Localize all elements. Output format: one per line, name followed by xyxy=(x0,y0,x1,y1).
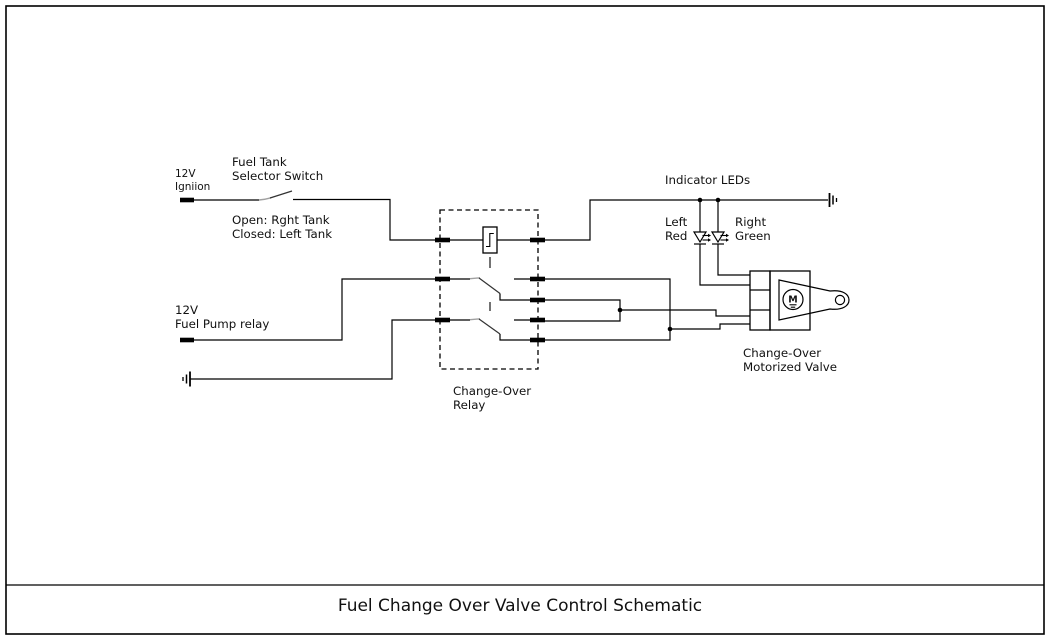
selector-switch-label-2: Selector Switch xyxy=(232,169,323,183)
led-left-label-2: Red xyxy=(665,229,687,243)
wire-branch-to-valve-b2 xyxy=(670,323,750,330)
schematic-title: Fuel Change Over Valve Control Schematic xyxy=(338,596,702,616)
relay-sw1-pivot xyxy=(469,277,481,280)
ignition-label-1: 12V xyxy=(175,168,196,180)
ignition-supply-terminal xyxy=(180,197,194,203)
led-right-label-1: Right xyxy=(735,215,766,229)
relay-terminal-r4 xyxy=(530,317,545,323)
selector-switch-blade xyxy=(269,190,293,199)
led-left-arrow2-head xyxy=(708,238,711,242)
relay-label-2: Relay xyxy=(453,398,485,412)
motor-symbol-letter: M xyxy=(788,295,797,306)
valve-label-2: Motorized Valve xyxy=(743,360,837,374)
page-border xyxy=(5,5,1045,635)
relay-terminal-l3 xyxy=(435,317,450,323)
indicator-leds-label: Indicator LEDs xyxy=(665,173,750,187)
relay-sw2-output xyxy=(499,334,538,341)
wire-led-right-to-valve xyxy=(717,244,750,276)
valve-housing xyxy=(769,270,811,331)
relay-terminal-r5 xyxy=(530,337,545,343)
wire-switch-to-relay-coil xyxy=(293,198,441,241)
pump-supply-terminal xyxy=(180,337,194,343)
led-right-arrow2-head xyxy=(726,238,729,242)
led-right-label-2: Green xyxy=(735,229,771,243)
switch-state-label-2: Closed: Left Tank xyxy=(232,227,332,241)
relay-terminal-l2 xyxy=(435,276,450,282)
valve-label-1: Change-Over xyxy=(743,346,821,360)
relay-terminal-r3 xyxy=(530,297,545,303)
led-left-label-1: Left xyxy=(665,215,688,229)
wire-coil-to-led-bus xyxy=(538,199,828,241)
led-left-icon xyxy=(692,231,708,244)
selector-switch-label-1: Fuel Tank xyxy=(232,155,287,169)
relay-terminal-l1 xyxy=(435,237,450,243)
ignition-label-2: Igniion xyxy=(175,181,210,193)
wire-led-left-to-valve xyxy=(699,244,750,286)
selector-switch-pivot xyxy=(258,197,272,201)
junction-dot-1 xyxy=(667,326,673,332)
relay-sw2-pivot xyxy=(469,318,481,321)
led-right-arrow1-head xyxy=(726,233,729,238)
valve-connector-block xyxy=(749,270,771,331)
relay-terminal-r2 xyxy=(530,276,545,282)
pump-label-1: 12V xyxy=(175,303,198,317)
wire-pump-to-relay xyxy=(194,278,441,341)
relay-sw1-blade xyxy=(478,277,501,294)
motor-circle-icon xyxy=(782,288,804,311)
relay-box xyxy=(439,209,539,370)
relay-sw2-blade xyxy=(478,318,501,335)
valve-port-circle xyxy=(834,294,846,306)
junction-dot-2 xyxy=(617,307,623,313)
relay-terminal-r1 xyxy=(530,237,545,243)
switch-state-label-1: Open: Rght Tank xyxy=(232,213,330,227)
wire-ground-to-relay xyxy=(190,319,441,380)
wire-branch-to-valve-b1 xyxy=(620,309,750,317)
relay-sw1-output xyxy=(499,293,538,301)
relay-label-1: Change-Over xyxy=(453,384,531,398)
relay-coil-step-glyph xyxy=(486,232,494,248)
led-right-icon xyxy=(710,231,726,244)
wire-sw1output-to-sw2contact xyxy=(538,299,621,322)
pump-label-2: Fuel Pump relay xyxy=(175,317,269,331)
led-left-arrow1-head xyxy=(708,233,711,238)
